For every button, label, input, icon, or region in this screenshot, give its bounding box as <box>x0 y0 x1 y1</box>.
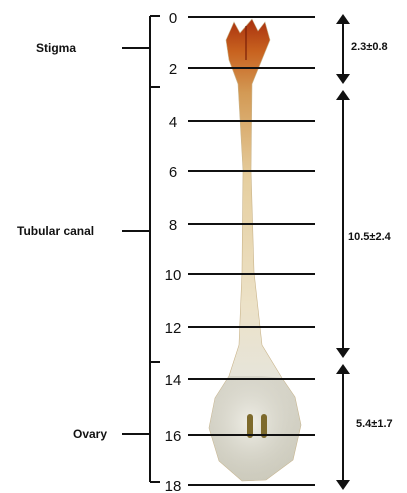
pistil-specimen <box>209 19 301 481</box>
tick-label-2: 2 <box>169 61 177 78</box>
region-label-ovary: Ovary <box>73 427 107 441</box>
measurement-arrows <box>336 14 350 490</box>
tick-label-6: 6 <box>169 164 177 181</box>
region-label-stigma: Stigma <box>36 41 76 55</box>
region-label-tubular-canal: Tubular canal <box>17 224 94 238</box>
measure-arrow-ovary <box>336 364 350 490</box>
scale-labels: 0 2 4 6 8 10 12 14 16 18 <box>165 10 182 493</box>
tick-label-14: 14 <box>165 372 182 389</box>
tick-label-12: 12 <box>165 320 182 337</box>
measure-label-tubular-canal: 10.5±2.4 <box>348 231 392 243</box>
measure-arrow-stigma <box>336 14 350 84</box>
tick-label-0: 0 <box>169 10 177 27</box>
region-bracket <box>122 16 160 482</box>
tick-label-16: 16 <box>165 428 182 445</box>
tick-label-8: 8 <box>169 217 177 234</box>
measure-label-stigma: 2.3±0.8 <box>351 41 388 53</box>
tick-label-10: 10 <box>165 267 182 284</box>
tick-label-18: 18 <box>165 478 182 493</box>
measure-arrow-canal <box>336 90 350 358</box>
ovary-shading <box>209 376 301 481</box>
tick-label-4: 4 <box>169 114 177 131</box>
measure-label-ovary: 5.4±1.7 <box>356 418 393 430</box>
